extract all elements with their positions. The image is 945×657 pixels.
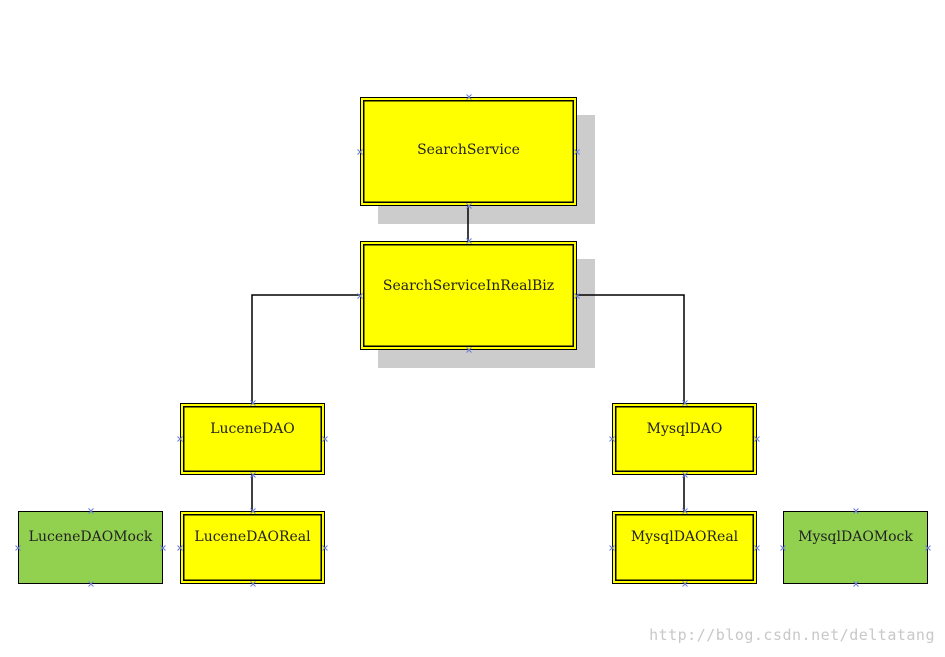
connector-biz-to-mysql-dao [576, 294, 685, 404]
connection-handle-icon [574, 149, 580, 155]
connection-handle-icon [177, 436, 183, 442]
search-service-in-real-biz-label: SearchServiceInRealBiz [382, 277, 555, 294]
connection-handle-icon [88, 581, 94, 587]
connection-handle-icon [250, 472, 256, 478]
connection-handle-icon [177, 545, 183, 551]
connection-handle-icon [754, 436, 760, 442]
connection-handle-icon [160, 545, 166, 551]
connection-handle-icon [466, 347, 472, 353]
connection-handle-icon [925, 545, 931, 551]
connection-handle-icon [682, 400, 688, 406]
lucene-dao-node[interactable]: LuceneDAO [180, 403, 325, 475]
search-service-in-real-biz-node[interactable]: SearchServiceInRealBiz [360, 241, 577, 350]
connection-handle-icon [682, 508, 688, 514]
connection-handle-icon [357, 293, 363, 299]
connection-handle-icon [682, 472, 688, 478]
mysql-dao-mock-label: MysqlDAOMock [798, 528, 913, 545]
connection-handle-icon [574, 293, 580, 299]
connection-handle-icon [88, 508, 94, 514]
connector-biz-to-lucene-dao [251, 294, 361, 404]
mysql-dao-mock-node[interactable]: MysqlDAOMock [783, 511, 928, 584]
connection-handle-icon [853, 581, 859, 587]
lucene-dao-label: LuceneDAO [210, 421, 295, 437]
connection-handle-icon [780, 545, 786, 551]
connection-handle-icon [754, 545, 760, 551]
connection-handle-icon [250, 581, 256, 587]
connection-handle-icon [250, 400, 256, 406]
connection-handle-icon [609, 436, 615, 442]
connection-handle-icon [853, 508, 859, 514]
connection-handle-icon [466, 94, 472, 100]
connection-handle-icon [609, 545, 615, 551]
mysql-dao-real-label: MysqlDAOReal [630, 528, 739, 545]
connection-handle-icon [357, 149, 363, 155]
mysql-dao-real-node[interactable]: MysqlDAOReal [612, 511, 757, 584]
connection-handle-icon [322, 545, 328, 551]
connection-handle-icon [250, 508, 256, 514]
lucene-dao-mock-label: LuceneDAOMock [28, 528, 153, 545]
connection-handle-icon [466, 203, 472, 209]
connection-handle-icon [466, 238, 472, 244]
search-service-label: SearchService [417, 141, 520, 158]
lucene-dao-mock-node[interactable]: LuceneDAOMock [18, 511, 163, 584]
connection-handle-icon [15, 545, 21, 551]
connection-handle-icon [682, 581, 688, 587]
mysql-dao-label: MysqlDAO [646, 421, 723, 437]
lucene-dao-real-label: LuceneDAOReal [194, 528, 311, 545]
search-service-node[interactable]: SearchService [360, 97, 577, 206]
mysql-dao-node[interactable]: MysqlDAO [612, 403, 757, 475]
watermark-url: http://blog.csdn.net/deltatang [649, 626, 935, 644]
connection-handle-icon [322, 436, 328, 442]
lucene-dao-real-node[interactable]: LuceneDAOReal [180, 511, 325, 584]
